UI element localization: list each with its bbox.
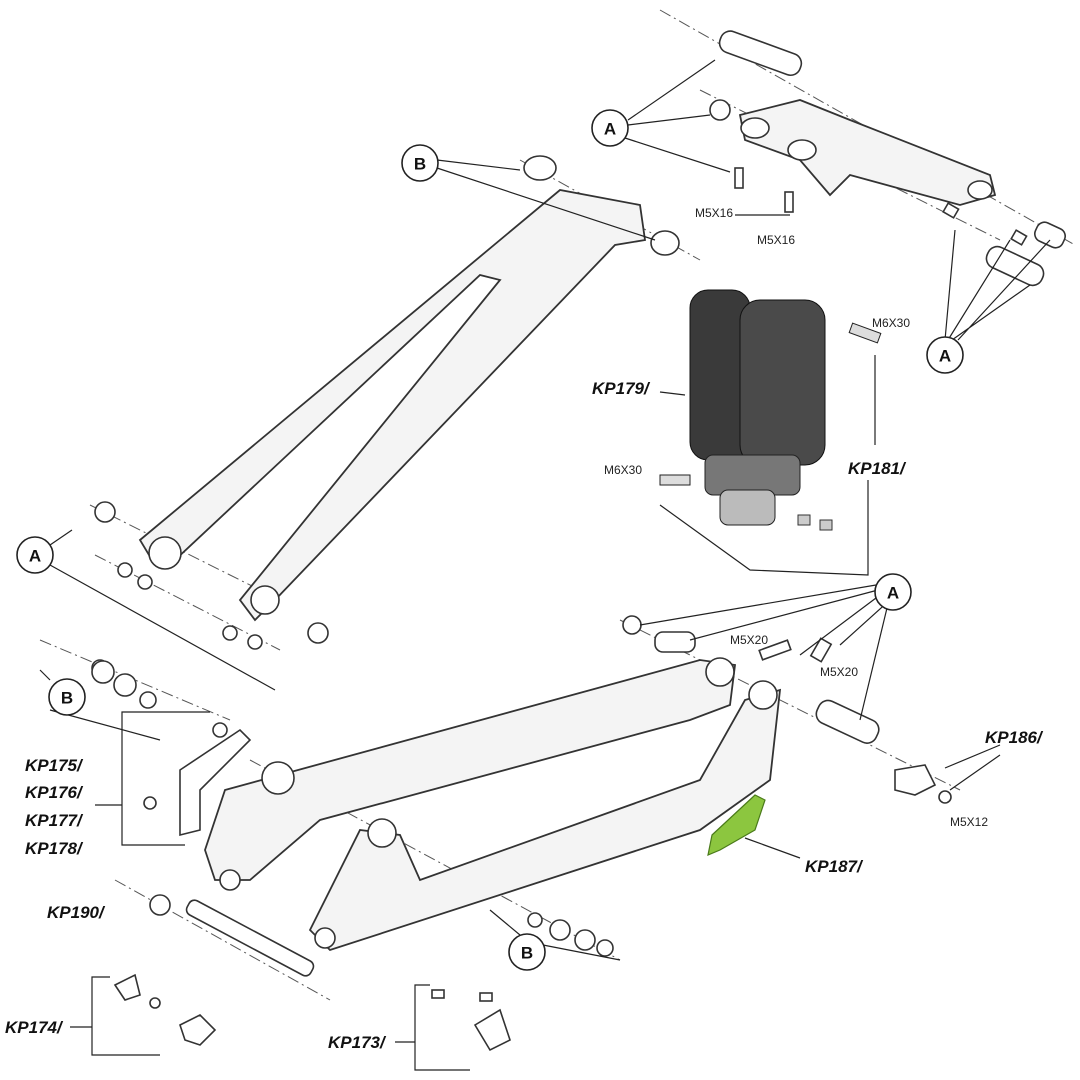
brackets: [70, 711, 470, 1071]
part-number-kp190[interactable]: KP190/: [47, 903, 106, 922]
callout-a-left: A: [16, 536, 54, 574]
callout-letter: B: [61, 689, 73, 708]
bolt-spec-m5x20: M5X20: [820, 665, 858, 679]
part-number-kp186[interactable]: KP186/: [985, 728, 1044, 747]
callout-letter: A: [604, 120, 616, 139]
callout-b-top: B: [401, 144, 439, 182]
callout-a-mid: A: [874, 573, 912, 611]
rocker-link: [709, 30, 1066, 287]
part-number-kp179[interactable]: KP179/: [592, 379, 651, 398]
leader-lines: [39, 59, 1051, 961]
part-number-kp177[interactable]: KP177/: [25, 811, 84, 830]
bolt-spec-m6x30: M6X30: [604, 463, 642, 477]
part-number-kp176[interactable]: KP176/: [25, 783, 84, 802]
callout-letter: B: [414, 155, 426, 174]
part-number-kp181[interactable]: KP181/: [848, 459, 907, 478]
callout-letter: A: [887, 584, 899, 603]
part-number-kp175[interactable]: KP175/: [25, 756, 84, 775]
callout-b-bottom: B: [508, 933, 546, 971]
bearings-and-axles: [91, 659, 614, 1052]
part-number-kp174[interactable]: KP174/: [5, 1018, 64, 1037]
callout-a-right: A: [926, 336, 964, 374]
callout-a-top: A: [591, 109, 629, 147]
bolt-spec-m5x12: M5X12: [950, 815, 988, 829]
bolt-spec-m5x16: M5X16: [695, 206, 733, 220]
bolt-spec-m6x30: M6X30: [872, 316, 910, 330]
part-number-kp173[interactable]: KP173/: [328, 1033, 387, 1052]
bolt-spec-m5x16: M5X16: [757, 233, 795, 247]
callout-letter: A: [29, 547, 41, 566]
callout-letter: A: [939, 347, 951, 366]
chain-guard-highlight: [707, 794, 766, 856]
seat-stay: [94, 155, 680, 650]
part-number-kp187[interactable]: KP187/: [805, 857, 864, 876]
main-frame: [204, 615, 952, 952]
bolt-spec-m5x20: M5X20: [730, 633, 768, 647]
callout-b-left: B: [48, 678, 86, 716]
rear-shock: [659, 289, 882, 531]
part-number-kp178[interactable]: KP178/: [25, 839, 84, 858]
callout-letter: B: [521, 944, 533, 963]
